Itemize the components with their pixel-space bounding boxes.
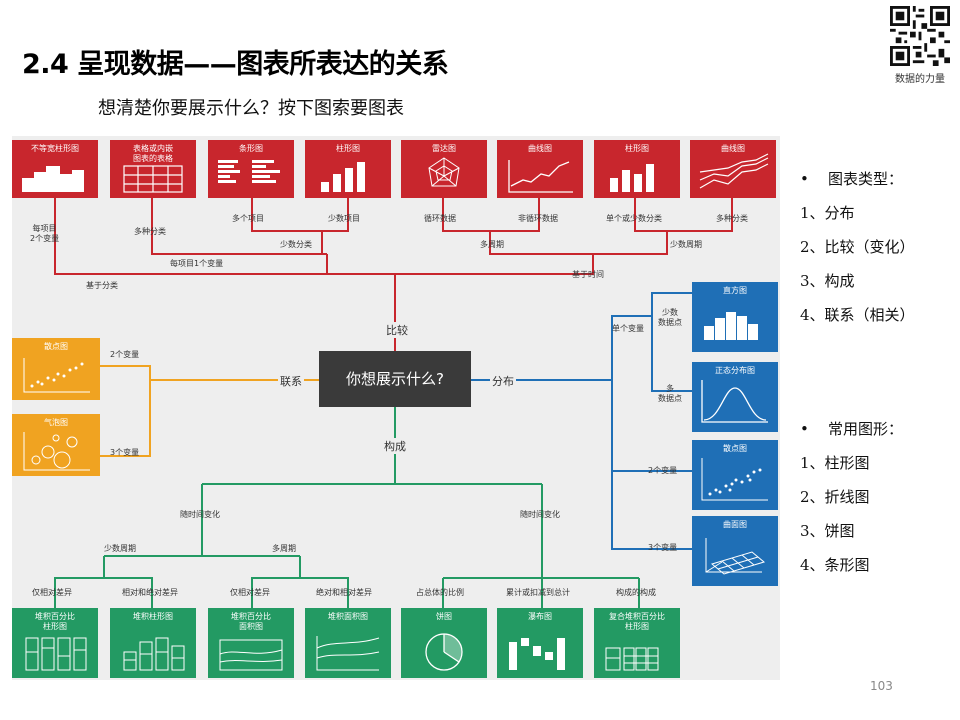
slide-title: 2.4 呈现数据——图表所表达的关系 <box>22 49 449 80</box>
list-item: 1、分布 <box>800 204 855 222</box>
chart-option-line-2: 曲线图 <box>690 140 776 198</box>
label-few-items: 少数项目 <box>328 214 360 223</box>
list-item: 3、饼图 <box>800 522 855 540</box>
chart-option-line: 曲线图 <box>497 140 583 198</box>
center-question: 你想展示什么? <box>319 351 471 407</box>
chart-option-stacked-percent-area: 堆积百分比 面积图 <box>208 608 294 678</box>
common-charts-list: • 常用图形： 1、柱形图 2、折线图 3、饼图 4、条形图 <box>800 412 903 582</box>
chart-option-compound-stacked-percent-column: 复合堆积百分比 柱形图 <box>594 608 680 678</box>
logo-caption: 数据的力量 <box>895 74 945 85</box>
label-few-periods: 少数周期 <box>670 240 702 249</box>
connector-lines <box>54 198 733 608</box>
slide-subtitle: 想清楚你要展示什么？按下图索要图表 <box>98 98 404 119</box>
list-item: 4、条形图 <box>800 556 870 574</box>
label-cyclic: 循环数据 <box>424 214 456 223</box>
chart-types-list: • 图表类型： 1、分布 2、比较（变化） 3、构成 4、联系（相关） <box>800 162 915 332</box>
label-over-time-right: 随时间变化 <box>520 510 560 519</box>
list-item: 2、折线图 <box>800 488 870 506</box>
chart-option-column-2: 柱形图 <box>594 140 680 198</box>
chart-option-bubble: 气泡图 <box>12 414 100 476</box>
bullet: • <box>800 420 809 438</box>
chart-types-heading: 图表类型： <box>827 170 903 188</box>
label-absolute-relative-2: 绝对和相对差异 <box>316 588 372 597</box>
branch-distribution: 分布 <box>490 373 516 389</box>
label-share-of-total: 占总体的比例 <box>416 588 464 597</box>
label-many-items: 多个项目 <box>232 214 264 223</box>
label-many-data-points: 多 数据点 <box>658 384 682 403</box>
branch-composition: 构成 <box>382 438 408 454</box>
label-based-on-category: 基于分类 <box>86 281 118 290</box>
label-over-time-left: 随时间变化 <box>180 510 220 519</box>
label-few-periods-composition: 少数周期 <box>104 544 136 553</box>
label-non-cyclic: 非循环数据 <box>518 214 558 223</box>
label-multi-period-composition: 多周期 <box>272 544 296 553</box>
chart-option-surface: 曲面图 <box>692 516 778 586</box>
label-multi-category: 多种分类 <box>134 227 166 236</box>
chart-option-stacked-column: 堆积柱形图 <box>110 608 196 678</box>
list-item: 2、比较（变化） <box>800 238 915 256</box>
label-three-vars-distribution: 3个变量 <box>648 543 678 552</box>
label-multi-period: 多周期 <box>480 240 504 249</box>
chart-option-stacked-percent-column: 堆积百分比 柱形图 <box>12 608 98 678</box>
label-relative-only-1: 仅相对差异 <box>32 588 72 597</box>
label-two-vars-relation: 2个变量 <box>110 350 140 359</box>
page-number: 103 <box>870 679 893 693</box>
list-item: 3、构成 <box>800 272 855 290</box>
label-per-item-one-var: 每项目1个变量 <box>170 259 224 268</box>
branch-compare: 比较 <box>384 322 410 338</box>
label-single-or-few: 单个或少数分类 <box>606 214 662 223</box>
label-single-var: 单个变量 <box>612 324 644 333</box>
label-multi-category-2: 多种分类 <box>716 214 748 223</box>
branch-relation: 联系 <box>278 373 304 389</box>
qr-code-icon <box>890 6 950 66</box>
chart-option-stacked-area: 堆积面积图 <box>305 608 391 678</box>
label-relative-only-2: 仅相对差异 <box>230 588 270 597</box>
chart-option-table-with-charts: 表格或内嵌 图表的表格 <box>110 140 196 198</box>
list-item: 1、柱形图 <box>800 454 870 472</box>
list-item: 4、联系（相关） <box>800 306 915 324</box>
label-accumulate: 累计或扣减到总计 <box>506 588 570 597</box>
label-two-vars-distribution: 2个变量 <box>648 466 678 475</box>
label-per-item-two-vars: 每项目 2个变量 <box>30 224 60 243</box>
chart-option-bar: 条形图 <box>208 140 294 198</box>
label-three-vars-relation: 3个变量 <box>110 448 140 457</box>
label-few-data-points: 少数 数据点 <box>658 308 682 327</box>
common-charts-heading: 常用图形： <box>827 420 903 438</box>
chart-option-normal-distribution: 正态分布图 <box>692 362 778 432</box>
chart-option-pie: 饼图 <box>401 608 487 678</box>
chart-option-column: 柱形图 <box>305 140 391 198</box>
chart-option-histogram: 直方图 <box>692 282 778 352</box>
chart-option-variable-width-column: 不等宽柱形图 <box>12 140 98 198</box>
bullet: • <box>800 170 809 188</box>
chart-option-radar: 雷达图 <box>401 140 487 198</box>
label-few-categories: 少数分类 <box>280 240 312 249</box>
label-based-on-time: 基于时间 <box>572 270 604 279</box>
label-relative-absolute-1: 相对和绝对差异 <box>122 588 178 597</box>
chart-option-scatter: 散点图 <box>12 338 100 400</box>
chart-selection-diagram: 不等宽柱形图 表格或内嵌 图表的表格 条形图 柱形图 雷达图 曲线图 柱形图 曲… <box>12 136 780 680</box>
label-component: 构成的构成 <box>616 588 656 597</box>
chart-option-waterfall: 瀑布图 <box>497 608 583 678</box>
chart-option-scatter-2: 散点图 <box>692 440 778 510</box>
